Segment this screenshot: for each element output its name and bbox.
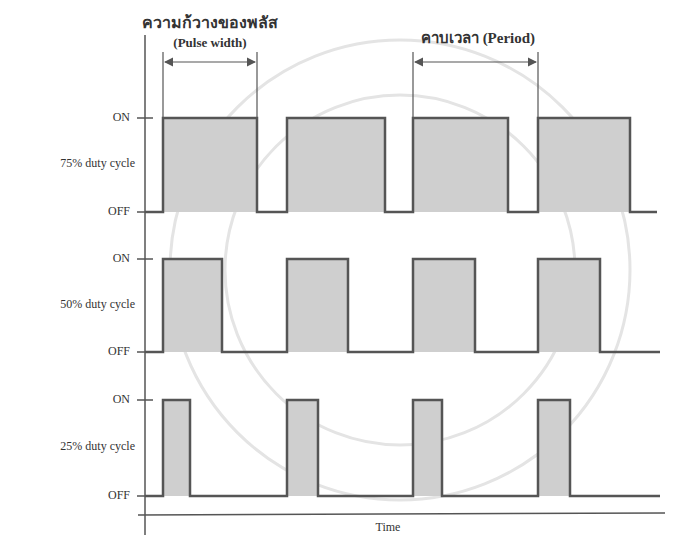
signal-name: 75% duty cycle [60, 157, 135, 170]
level-label: ON [113, 393, 130, 406]
pulse-waveform [145, 118, 660, 496]
signal-name: 25% duty cycle [60, 440, 135, 453]
axis-caption: ความก้วางของพลัส [142, 14, 278, 32]
level-label: OFF [108, 205, 130, 218]
axis-caption: (Pulse width) [173, 36, 246, 50]
pulse-fill [163, 118, 630, 496]
level-label: ON [113, 252, 130, 265]
level-ticks [137, 118, 153, 496]
level-label: ON [113, 111, 130, 124]
level-label: OFF [108, 345, 130, 358]
level-label: OFF [108, 489, 130, 502]
y-axis [144, 35, 146, 535]
axis-caption: คาบเวลา (Period) [421, 30, 535, 47]
watermark-seal [170, 40, 630, 500]
signal-name: 50% duty cycle [60, 298, 135, 311]
axis-label: Time [376, 521, 401, 534]
time-axis [138, 513, 665, 515]
dimension-markers [163, 52, 538, 118]
